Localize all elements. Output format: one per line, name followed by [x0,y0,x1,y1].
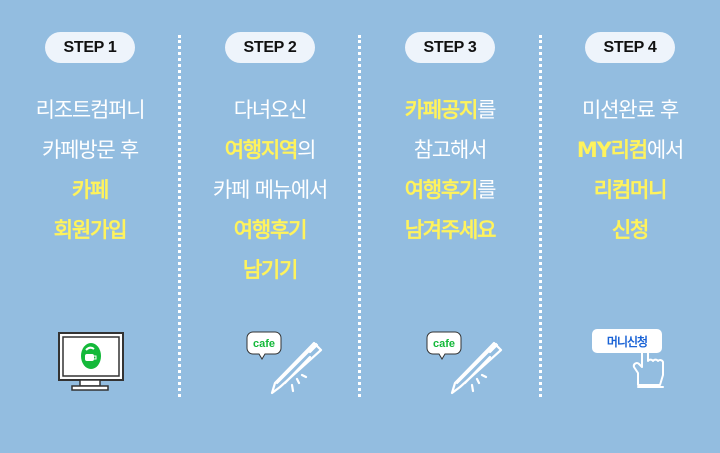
description-line: 카페 [0,170,180,210]
description-line: 여행후기를 [360,170,540,210]
description-line: 카페공지를 [360,90,540,130]
description-line: 회원가입 [0,210,180,250]
text: 참고해서 [413,138,488,162]
description-line: 리조트컴퍼니 [0,90,180,130]
text: 에서 [646,138,684,162]
highlight-text: 남겨주세요 [404,218,497,242]
divider [178,35,181,397]
highlight-text: 회원가입 [53,218,128,242]
text: 카페 메뉴에서 [212,178,328,202]
description-line: MY리컴에서 [540,130,720,170]
divider [358,35,361,397]
highlight-text: 남기기 [242,258,299,282]
highlight-text: 리컴머니 [593,178,668,202]
highlight-text: 카페 [71,178,109,202]
description-line: 리컴머니 [540,170,720,210]
description-line: 남기기 [180,250,360,290]
description-line: 카페방문 후 [0,130,180,170]
highlight-text: 여행지역 [224,138,299,162]
text: 를 [477,178,496,202]
step-badge: STEP 1 [45,32,135,63]
highlight-text: 신청 [611,218,649,242]
description-line: 참고해서 [360,130,540,170]
step-badge: STEP 3 [405,32,495,63]
highlight-text: 여행후기 [233,218,308,242]
description-line: 카페 메뉴에서 [180,170,360,210]
text: 카페방문 후 [41,138,139,162]
cafe-pencil-icon: cafe [360,325,540,395]
cafe-bubble: cafe [433,338,455,350]
step-badge: STEP 2 [225,32,315,63]
description-line: 미션완료 후 [540,90,720,130]
cafe-bubble: cafe [253,338,275,350]
description-line: 다녀오신 [180,90,360,130]
step-badge: STEP 4 [585,32,675,63]
computer-cafe-icon [0,325,180,395]
description-line: 신청 [540,210,720,250]
money-request-button[interactable]: 머니신청 [607,334,648,349]
description-line: 여행후기 [180,210,360,250]
text: 를 [477,98,496,122]
text: 미션완료 후 [581,98,679,122]
text: 다녀오신 [233,98,308,122]
highlight-text: 카페공지 [404,98,479,122]
highlight-text: MY리컴 [576,138,648,162]
divider [539,35,542,397]
cafe-pencil-icon: cafe [180,325,360,395]
text: 리조트컴퍼니 [35,98,146,122]
text: 의 [297,138,316,162]
click-hand-icon: 머니신청 [540,325,720,395]
description-line: 남겨주세요 [360,210,540,250]
highlight-text: 여행후기 [404,178,479,202]
description-line: 여행지역의 [180,130,360,170]
